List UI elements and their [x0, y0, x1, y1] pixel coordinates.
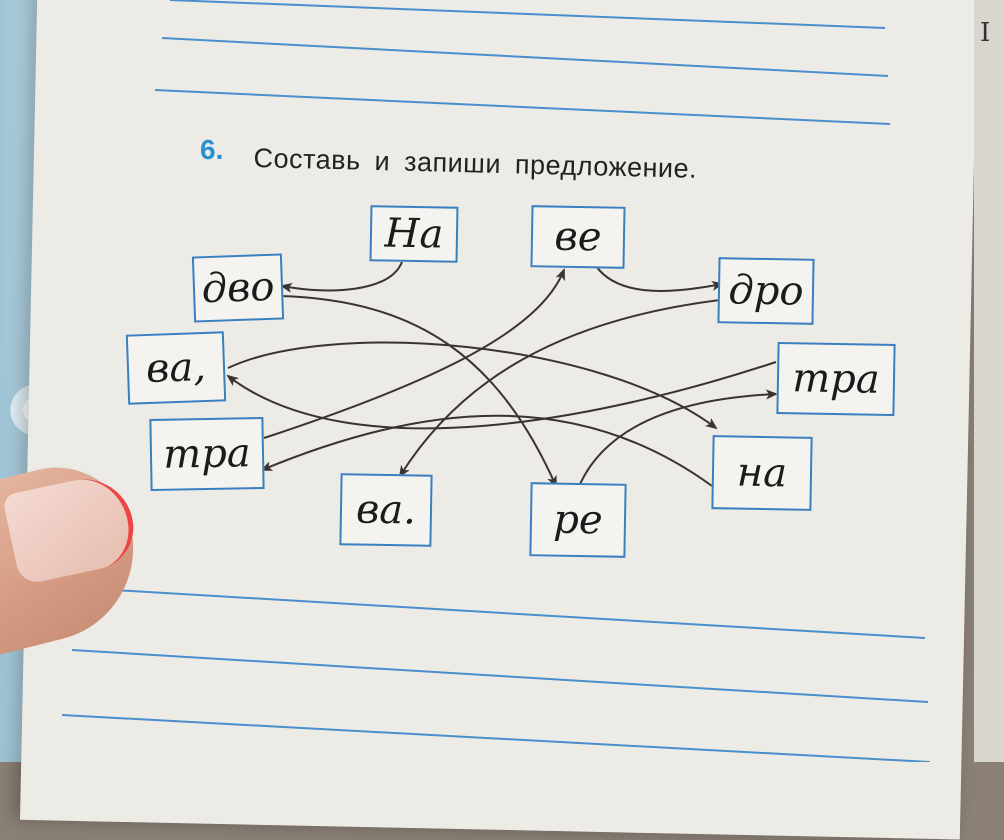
connection-arrows — [226, 261, 778, 488]
syllable-box-na: на — [711, 435, 813, 511]
ruling-lines — [61, 0, 931, 762]
arrow-na-to-tra — [260, 414, 713, 487]
arrow-re-to-tra — [579, 389, 778, 485]
task-number: 6. — [200, 134, 224, 165]
arrow-tra-to-va — [226, 361, 777, 430]
syllable-box-ve: ве — [530, 205, 626, 269]
syllable-box-dro: дро — [717, 257, 815, 325]
syllable-box-dvo: дво — [191, 253, 285, 323]
syllable-box-tra-left: тра — [149, 417, 265, 491]
arrow-va-to-na — [227, 341, 718, 430]
arrow-na-to-dvo — [280, 261, 403, 293]
syllable-box-va-comma: ва, — [125, 331, 227, 405]
syllable-box-na-capital: На — [369, 205, 459, 263]
arrow-dro-to-va — [398, 299, 721, 478]
syllable-box-re: ре — [529, 482, 627, 558]
arrow-ve-to-dro — [595, 265, 724, 292]
arrow-tra-to-ve — [263, 268, 565, 439]
syllable-box-va-dot: ва. — [339, 473, 433, 547]
next-page-edge: I — [974, 0, 1004, 762]
syllable-box-tra-right: тра — [776, 341, 896, 417]
exercise-drawing — [61, 0, 931, 762]
arrow-dvo-to-re — [279, 295, 557, 488]
